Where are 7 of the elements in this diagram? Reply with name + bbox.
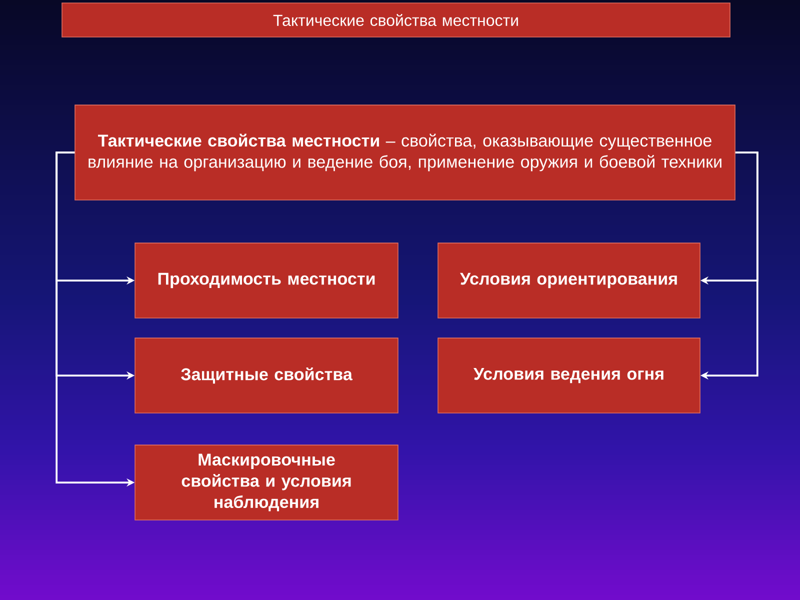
category-box: Защитные свойства: [134, 338, 398, 414]
definition-box: Тактические свойства местности – свойства, оказывающие существенное влияние на организацию и ведение боя, применение оружия и боевой техники: [74, 104, 736, 200]
category-box: Условия ведения огня: [438, 338, 700, 414]
title-box: Тактические свойства местности: [62, 2, 730, 38]
category-box: Условия ориентирования: [438, 242, 700, 318]
category-box: Маскировочные свойства и условия наблюдения: [134, 444, 398, 520]
category-box: Проходимость местности: [134, 242, 398, 318]
